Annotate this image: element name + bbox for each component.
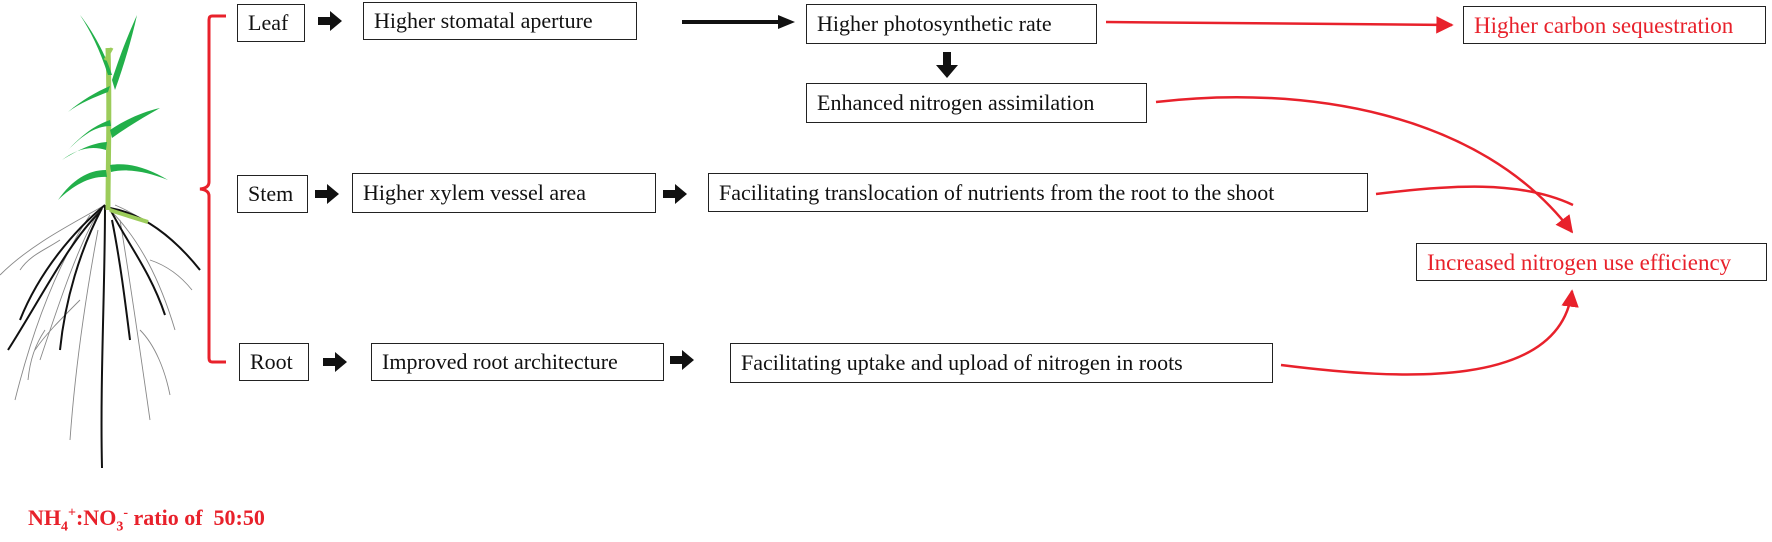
architecture-box: Improved root architecture	[371, 343, 664, 381]
ratio-label: NH4+:NO3- ratio of 50:50	[28, 505, 265, 535]
leaf-box: Leaf	[237, 4, 305, 42]
arrow-photosynthetic-assimilation	[936, 52, 958, 78]
photosynthetic-box: Higher photosynthetic rate	[806, 4, 1097, 44]
arrow-stomatal-photosynthetic	[682, 15, 795, 29]
arrow-assimilation-nue	[1155, 95, 1574, 234]
arrow-root-architecture	[323, 352, 347, 372]
uptake-box: Facilitating uptake and upload of nitrog…	[730, 343, 1273, 383]
plant-illustration	[0, 15, 201, 469]
red-arrows	[1105, 16, 1579, 376]
arrow-photosynthetic-carbon	[1105, 16, 1454, 34]
arrow-uptake-nue	[1280, 289, 1579, 376]
root-box: Root	[239, 343, 309, 381]
arrow-architecture-uptake	[670, 350, 694, 370]
stem-box: Stem	[237, 175, 308, 213]
black-arrows	[315, 11, 958, 372]
arrow-stem-xylem	[315, 184, 339, 204]
translocation-box: Facilitating translocation of nutrients …	[708, 173, 1368, 212]
nitrogen-assimilation-box: Enhanced nitrogen assimilation	[806, 83, 1147, 123]
arrow-leaf-stomatal	[318, 11, 342, 31]
organ-bracket	[199, 14, 226, 364]
nue-box: Increased nitrogen use efficiency	[1416, 243, 1767, 281]
arrow-xylem-translocation	[663, 184, 687, 204]
xylem-box: Higher xylem vessel area	[352, 173, 656, 213]
carbon-sequestration-box: Higher carbon sequestration	[1463, 6, 1766, 44]
arrow-translocation-nue	[1375, 185, 1574, 207]
stomatal-box: Higher stomatal aperture	[363, 2, 637, 40]
